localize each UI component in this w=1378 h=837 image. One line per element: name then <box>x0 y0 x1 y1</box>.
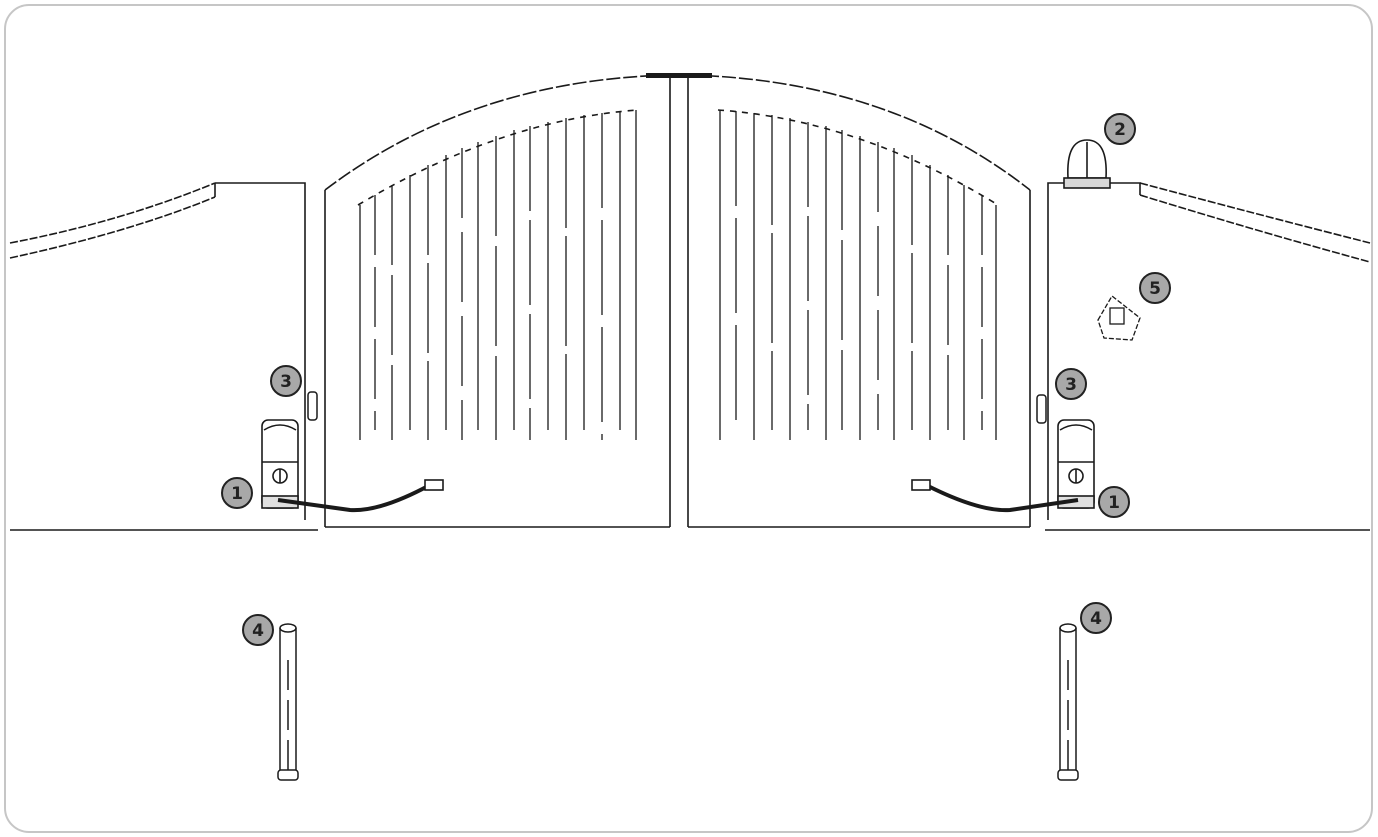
callout-motor-left: 1 <box>222 478 252 508</box>
left-motor <box>262 420 298 508</box>
callout-photocell-left: 3 <box>271 366 301 396</box>
callout-key-selector: 5 <box>1140 273 1170 303</box>
svg-text:1: 1 <box>1108 493 1120 513</box>
right-photocell <box>1037 395 1046 423</box>
svg-text:1: 1 <box>231 484 243 504</box>
svg-text:4: 4 <box>1090 609 1102 629</box>
callout-post-right: 4 <box>1081 603 1111 633</box>
svg-text:4: 4 <box>252 621 264 641</box>
callout-motor-right: 1 <box>1099 487 1129 517</box>
svg-text:3: 3 <box>280 372 292 392</box>
callout-post-left: 4 <box>243 615 273 645</box>
gate-center-joint <box>646 73 712 78</box>
left-photocell <box>308 392 317 420</box>
right-arm-bracket <box>912 480 930 490</box>
callout-flashing-light: 2 <box>1105 114 1135 144</box>
svg-text:2: 2 <box>1114 120 1126 140</box>
right-motor <box>1058 420 1094 508</box>
svg-text:5: 5 <box>1149 279 1161 299</box>
svg-text:3: 3 <box>1065 375 1077 395</box>
left-arm-bracket <box>425 480 443 490</box>
callout-photocell-right: 3 <box>1056 369 1086 399</box>
